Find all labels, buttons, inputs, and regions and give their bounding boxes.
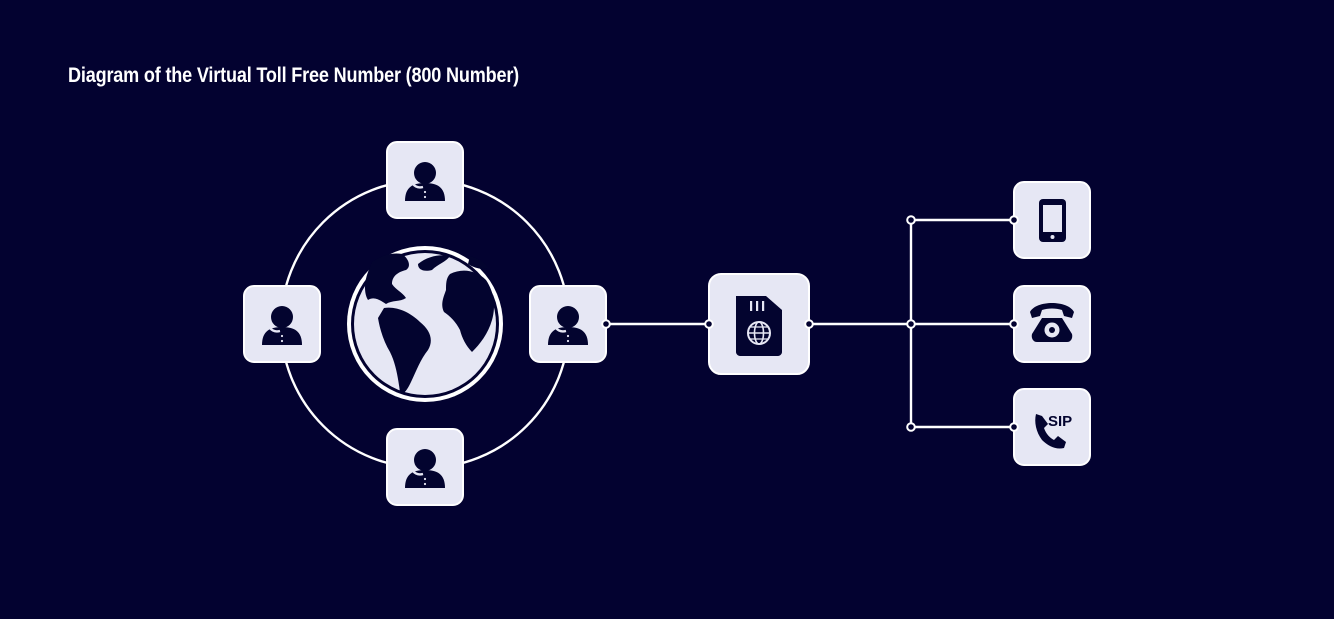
endpoint-mobile xyxy=(1013,181,1091,259)
agent-tile-top xyxy=(386,141,464,219)
sip-label: SIP xyxy=(1048,413,1072,430)
diagram-title: Diagram of the Virtual Toll Free Number … xyxy=(68,64,520,87)
virtual-sim-icon xyxy=(736,296,782,356)
virtual-number-hub xyxy=(708,273,810,375)
agent-tile-bottom xyxy=(386,428,464,506)
connector-dots xyxy=(601,215,1019,432)
sip-phone-icon: SIP xyxy=(1035,413,1072,449)
agent-tile-right xyxy=(529,285,607,363)
globe-icon xyxy=(347,246,503,402)
landline-phone-icon xyxy=(1030,303,1074,342)
endpoint-landline xyxy=(1013,285,1091,363)
endpoint-sip: SIP xyxy=(1013,388,1091,466)
mobile-phone-icon xyxy=(1039,199,1066,242)
agent-tile-left xyxy=(243,285,321,363)
